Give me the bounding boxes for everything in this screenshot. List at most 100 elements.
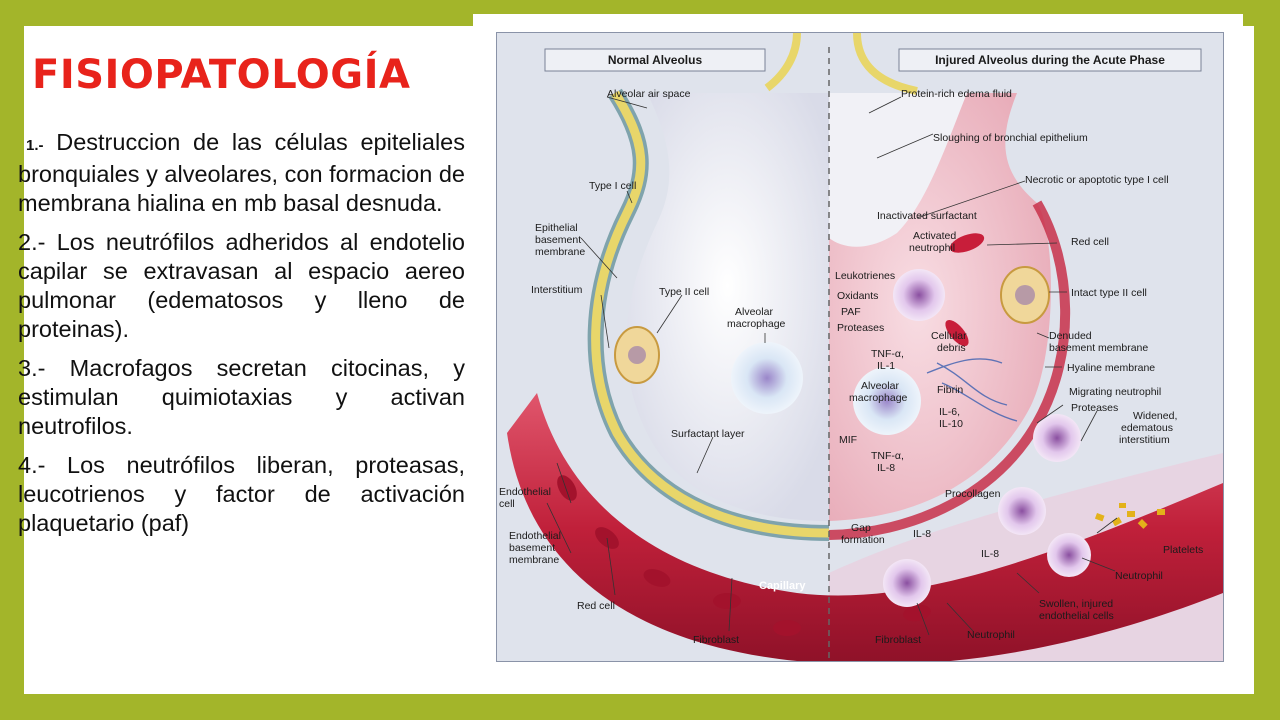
neutrophil-capillary: [883, 559, 931, 607]
label-leukotrienes: Leukotrienes: [835, 270, 895, 282]
header-box-right: [898, 48, 1202, 72]
neutrophil-interstitium: [998, 487, 1046, 535]
label-interstitium: Interstitium: [531, 284, 583, 296]
label-endothelial-bm-1: Endothelial: [509, 530, 561, 542]
label-alveolar-air-space: Alveolar air space: [607, 88, 691, 100]
item-number: 2.-: [18, 229, 46, 255]
label-proteases-2: Proteases: [1071, 402, 1118, 414]
label-migrating-neutrophil: Migrating neutrophil: [1069, 386, 1161, 398]
label-epithelial-bm-1: Epithelial: [535, 222, 578, 234]
label-cellular-debris-1: Cellular: [931, 330, 967, 342]
alveolar-macrophage-right: [853, 367, 921, 435]
label-fibrin: Fibrin: [937, 384, 963, 396]
list-item-4: 4.- Los neutrófilos liberan, proteasas, …: [18, 451, 465, 538]
header-box-left: [544, 48, 766, 72]
injured-air-space: [829, 93, 967, 247]
label-inactivated-surfactant: Inactivated surfactant: [877, 210, 977, 222]
item-text: Los neutrófilos adheridos al endotelio c…: [18, 229, 465, 342]
platelets-cluster: [1094, 503, 1165, 529]
label-fibroblast-right: Fibroblast: [875, 634, 921, 646]
migrating-neutrophil: [1033, 414, 1081, 462]
label-il-8-a: IL-8: [877, 462, 895, 474]
label-endothelial-bm-2: basement: [509, 542, 555, 554]
label-proteases-1: Proteases: [837, 322, 884, 334]
label-hyaline-membrane: Hyaline membrane: [1067, 362, 1155, 374]
bronchiole-wall-left: [764, 33, 801, 92]
label-il-6: IL-6,: [939, 406, 960, 418]
label-red-cell-right: Red cell: [1071, 236, 1109, 248]
label-swollen-2: endothelial cells: [1039, 610, 1114, 622]
label-neutrophil-1: Neutrophil: [1115, 570, 1163, 582]
alveolar-air-space: [626, 93, 829, 521]
label-endothelial-cell-1: Endothelial: [499, 486, 551, 498]
label-necrotic: Necrotic or apoptotic type I cell: [1025, 174, 1169, 186]
epithelial-membrane: [591, 90, 830, 538]
label-type-i-cell: Type I cell: [589, 180, 636, 192]
list-item-1: 1.- Destruccion de las células epitelial…: [18, 128, 465, 218]
label-il-1: IL-1: [877, 360, 895, 372]
label-protein-rich-edema: Protein-rich edema fluid: [901, 88, 1012, 100]
label-activated-neutrophil-2: neutrophil: [909, 242, 955, 254]
label-type-ii-cell: Type II cell: [659, 286, 709, 298]
label-alveolar-macrophage-1: Alveolar: [735, 306, 773, 318]
label-capillary: Capillary: [759, 580, 806, 592]
item-text: Destruccion de las células epiteliales b…: [18, 129, 465, 216]
alveolar-macrophage-left: [731, 342, 803, 414]
label-widened-2: edematous: [1121, 422, 1173, 434]
item-number: 1.-: [26, 137, 44, 154]
label-gap-formation-1: Gap: [851, 522, 871, 534]
alveolus-diagram: Normal Alveolus Injured Alveolus during …: [496, 32, 1224, 662]
header-injured-alveolus: Injured Alveolus during the Acute Phase: [935, 53, 1165, 67]
activated-neutrophil: [893, 269, 945, 321]
list-item-3: 3.- Macrofagos secretan citocinas, y est…: [18, 354, 465, 441]
label-intact-type-ii: Intact type II cell: [1071, 287, 1147, 299]
label-epithelial-bm-2: basement: [535, 234, 581, 246]
label-denuded-bm-2: basement membrane: [1049, 342, 1148, 354]
label-mif: MIF: [839, 434, 857, 446]
label-alveolar-macrophage-r2: macrophage: [849, 392, 908, 404]
alveolus-illustration: Normal Alveolus Injured Alveolus during …: [497, 33, 1223, 661]
label-il-8-c: IL-8: [981, 548, 999, 560]
neutrophil-capillary-2: [1047, 533, 1091, 577]
bronchiole-wall-right: [853, 33, 918, 95]
item-text: Macrofagos secretan citocinas, y estimul…: [18, 355, 465, 439]
fibrin-strands: [926, 358, 1018, 422]
label-il-8-b: IL-8: [913, 528, 931, 540]
label-il-10: IL-10: [939, 418, 963, 430]
label-alveolar-macrophage-2: macrophage: [727, 318, 786, 330]
label-endothelial-cell-2: cell: [499, 498, 515, 510]
item-number: 4.-: [18, 452, 46, 478]
label-gap-formation-2: formation: [841, 534, 885, 546]
type-ii-nucleus: [1015, 285, 1035, 305]
label-widened-3: interstitium: [1119, 434, 1170, 446]
header-normal-alveolus: Normal Alveolus: [608, 53, 703, 67]
slide-title: FISIOPATOLOGÍA: [32, 52, 411, 98]
label-procollagen: Procollagen: [945, 488, 1001, 500]
label-tnf-a-1: TNF-α,: [871, 348, 904, 360]
label-sloughing: Sloughing of bronchial epithelium: [933, 132, 1088, 144]
label-paf: PAF: [841, 306, 861, 318]
label-widened-1: Widened,: [1133, 410, 1177, 422]
label-endothelial-bm-3: membrane: [509, 554, 559, 566]
hyaline-membrane: [828, 200, 1071, 540]
item-text: Los neutrófilos liberan, proteasas, leuc…: [18, 452, 465, 536]
label-alveolar-macrophage-r1: Alveolar: [861, 380, 899, 392]
label-epithelial-bm-3: membrane: [535, 246, 585, 258]
label-oxidants: Oxidants: [837, 290, 878, 302]
label-red-cell-left: Red cell: [577, 600, 615, 612]
label-swollen-1: Swollen, injured: [1039, 598, 1113, 610]
slide-body: 1.- Destruccion de las células epitelial…: [18, 128, 465, 548]
label-surfactant-layer: Surfactant layer: [671, 428, 745, 440]
label-platelets: Platelets: [1163, 544, 1203, 556]
label-fibroblast-left: Fibroblast: [693, 634, 739, 646]
item-number: 3.-: [18, 355, 46, 381]
label-cellular-debris-2: debris: [937, 342, 966, 354]
leader-lines: [546, 96, 1118, 636]
label-denuded-bm-1: Denuded: [1049, 330, 1092, 342]
label-tnf-a-2: TNF-α,: [871, 450, 904, 462]
label-neutrophil-2: Neutrophil: [967, 629, 1015, 641]
label-activated-neutrophil-1: Activated: [913, 230, 956, 242]
list-item-2: 2.- Los neutrófilos adheridos al endotel…: [18, 228, 465, 344]
type-ii-nucleus: [628, 346, 646, 364]
capillary: [507, 393, 1223, 661]
